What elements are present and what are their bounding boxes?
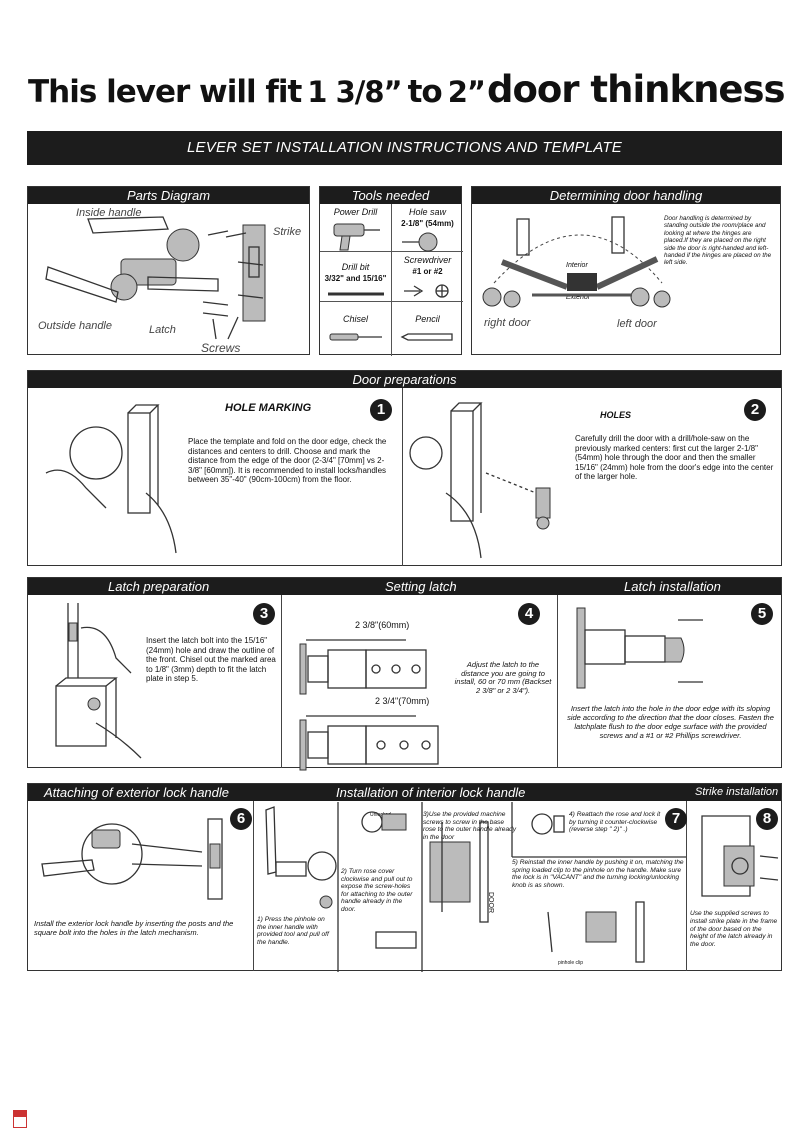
holes-illustration [409, 402, 551, 559]
interior-step-4-text: 4) Reattach the rose and lock it by turn… [569, 811, 661, 834]
step-1-badge: 1 [370, 399, 392, 421]
step-5-badge: 5 [751, 603, 773, 625]
step-7-badge: 7 [665, 808, 687, 830]
interior-handle-illustration [265, 802, 686, 972]
interior-step-2-text: 2) Turn rose cover clockwise and pull ou… [341, 868, 413, 913]
latch-installation-header: Latch installation [624, 579, 721, 594]
drill-bit-cell: Drill bit 3/32" and 15/16" [320, 252, 392, 302]
latch-installation-text: Insert the latch into the hole in the do… [567, 704, 774, 740]
step-8-badge: 8 [756, 808, 778, 830]
latch-row-panel: Latch preparation Setting latch Latch in… [27, 577, 782, 771]
pdf-logo-icon [13, 1110, 27, 1128]
strike-installation-illustration [701, 815, 779, 897]
parts-diagram-header: Parts Diagram [28, 187, 309, 204]
drill-bit-icon [328, 292, 384, 296]
latch-preparation-header: Latch preparation [108, 579, 210, 594]
interior-step-1-text: 1) Press the pinhole on the inner handle… [257, 916, 329, 946]
holes-title: HOLES [600, 410, 632, 420]
pencil-cell: Pencil [392, 302, 463, 356]
hole-marking-title: HOLE MARKING [225, 402, 312, 414]
chisel-label: Chisel [342, 314, 368, 324]
power-drill-cell: Power Drill [320, 204, 392, 252]
step-2-badge: 2 [744, 399, 766, 421]
door-handling-header: Determining door handling [472, 187, 780, 204]
hole-saw-size: 2-1/8" (54mm) [401, 219, 454, 228]
latch-installation-illustration [576, 607, 703, 689]
latch-row-header-bar [28, 578, 781, 595]
setting-latch-text: Adjust the latch to the distance you are… [454, 660, 552, 695]
pencil-icon [400, 333, 453, 341]
handle-divider-1 [253, 801, 254, 971]
interior-step-3-text: 3)Use the provided machine screws to scr… [423, 811, 517, 841]
hole-saw-icon [402, 232, 438, 252]
hole-saw-label: Hole saw [408, 207, 446, 217]
pencil-label: Pencil [415, 314, 440, 324]
power-drill-label: Power Drill [333, 207, 378, 217]
outside-handle-label: Outside handle [38, 320, 112, 332]
latch-preparation-text: Insert the latch bolt into the 15/16" (2… [146, 636, 276, 683]
door-handling-panel: Determining door handling Door handling … [471, 186, 781, 355]
chisel-cell: Chisel [320, 302, 392, 356]
setting-latch-header: Setting latch [385, 579, 457, 594]
hole-marking-text: Place the template and fold on the door … [188, 437, 387, 484]
handle-divider-2 [686, 801, 687, 971]
holes-text: Carefully drill the door with a drill/ho… [575, 434, 774, 481]
latch-divider-2 [557, 595, 558, 768]
door-prep-divider [402, 388, 403, 566]
inside-handle-label: Inside handle [76, 207, 142, 219]
screwdriver-size: #1 or #2 [412, 267, 443, 276]
dim-70mm-label: 2 3/4"(70mm) [375, 696, 430, 706]
screwdriver-label: Screwdriver [403, 255, 452, 265]
door-handling-note: Door handling is determined by standing … [664, 215, 772, 267]
strike-installation-text: Use the supplied screws to install strik… [690, 910, 778, 949]
pinhole-clip-label: pinhole clip [558, 960, 584, 966]
interior-step-5-text: 5) Reinstall the inner handle by pushing… [512, 859, 684, 889]
interior-handle-header: Installation of interior lock handle [336, 785, 526, 800]
right-door-label: right door [484, 317, 531, 329]
parts-illustration [45, 216, 266, 340]
screws-label: Screws [201, 341, 241, 355]
setting-latch-illustration [299, 639, 439, 771]
exterior-handle-text: Install the exterior lock handle by inse… [34, 919, 234, 937]
exterior-handle-illustration [41, 818, 223, 900]
left-door-label: left door [617, 318, 657, 330]
latch-preparation-illustration [55, 603, 142, 759]
screwdriver-cell: Screwdriver #1 or #2 [392, 252, 463, 302]
latch-divider-1 [281, 595, 282, 768]
unlocked-label: Unlocked [370, 812, 391, 818]
chisel-icon [329, 333, 382, 341]
door-handling-illustration [482, 216, 671, 308]
handle-row-panel: Attaching of exterior lock handle Instal… [27, 783, 782, 972]
exterior-handle-header: Attaching of exterior lock handle [44, 785, 229, 800]
screwdriver-icon [404, 284, 449, 298]
step-4-badge: 4 [518, 603, 540, 625]
step-3-badge: 3 [253, 603, 275, 625]
hole-saw-cell: Hole saw 2-1/8" (54mm) [392, 204, 463, 252]
exterior-label: Exterior [566, 294, 591, 301]
strike-label: Strike [273, 226, 302, 238]
handle-row-header-bar [28, 784, 781, 801]
drill-bit-size: 3/32" and 15/16" [324, 274, 387, 283]
door-preparations-panel: Door preparations HOLE MARKING 1 Place t… [27, 370, 782, 566]
step-6-badge: 6 [230, 808, 252, 830]
parts-diagram-panel: Parts Diagram Inside handle Strike Outsi… [27, 186, 310, 355]
interior-label: Interior [566, 262, 588, 269]
door-preparations-header: Door preparations [28, 371, 781, 388]
drill-bit-label: Drill bit [341, 262, 370, 272]
hole-marking-illustration [45, 404, 177, 554]
strike-installation-header: Strike installation [695, 786, 779, 798]
latch-label: Latch [149, 324, 176, 336]
tools-needed-panel: Tools needed Power Drill Hole saw 2-1/8"… [319, 186, 463, 356]
door-label: DOOR [487, 892, 494, 913]
drill-icon [333, 223, 380, 251]
tools-needed-header: Tools needed [320, 187, 461, 204]
instructions-banner: LEVER SET INSTALLATION INSTRUCTIONS AND … [27, 131, 782, 165]
dim-60mm-label: 2 3/8"(60mm) [355, 620, 410, 630]
